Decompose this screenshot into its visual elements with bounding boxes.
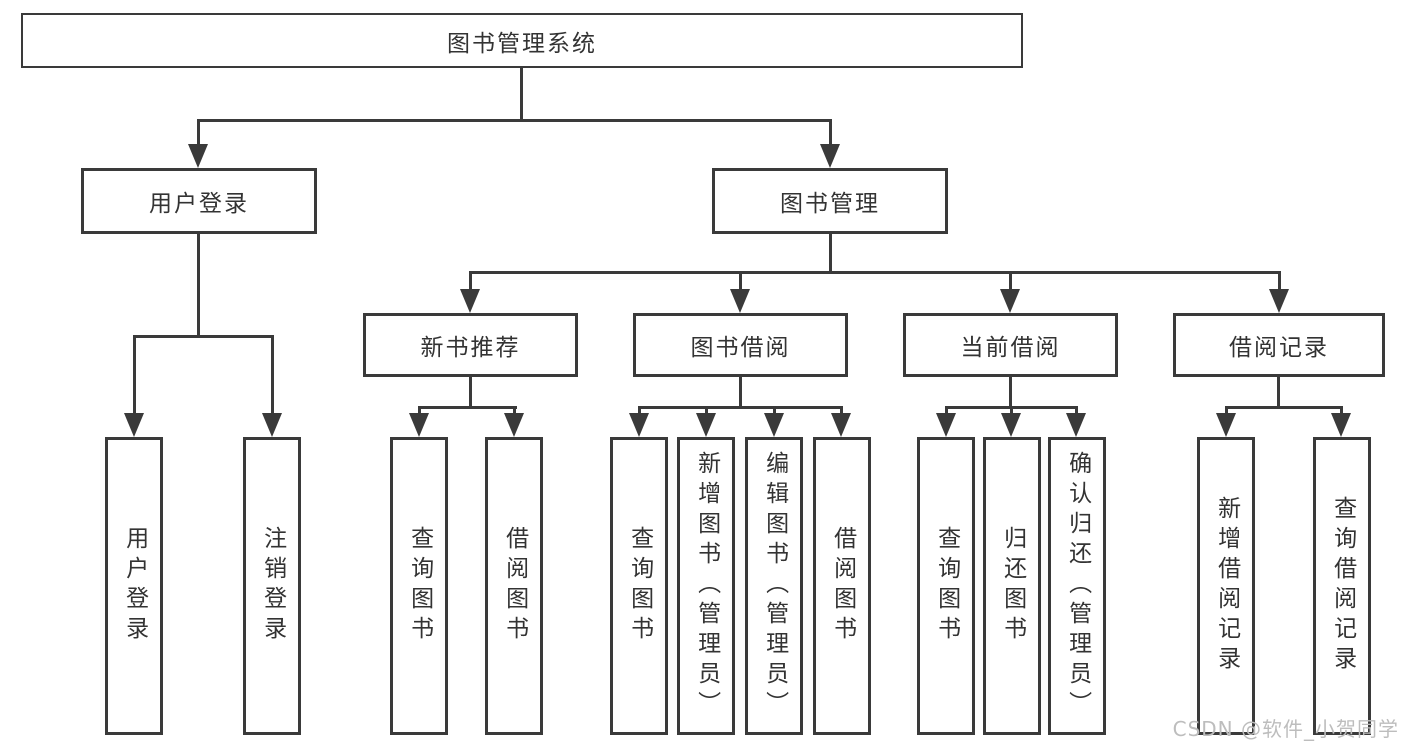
- connector-line: [1225, 406, 1228, 416]
- connector-line: [1009, 271, 1012, 291]
- connector-line: [418, 406, 421, 416]
- leaf-label: 编辑图书（管理员）: [761, 451, 788, 721]
- arrow-down-icon: [1000, 289, 1020, 313]
- arrow-down-icon: [1001, 413, 1021, 437]
- leaf-borrowing-add-book-admin: 新增图书（管理员）: [677, 437, 735, 735]
- leaf-current-query-books: 查询图书: [917, 437, 975, 735]
- connector-line: [1225, 406, 1343, 409]
- connector-line: [197, 234, 200, 335]
- leaf-newbooks-query-books: 查询图书: [390, 437, 448, 735]
- connector-line: [705, 406, 708, 416]
- leaf-records-query-record: 查询借阅记录: [1313, 437, 1371, 735]
- connector-line: [1277, 377, 1280, 406]
- arrow-down-icon: [262, 413, 282, 437]
- arrow-down-icon: [831, 413, 851, 437]
- leaf-label: 借阅图书: [829, 526, 856, 646]
- connector-line: [1278, 271, 1281, 291]
- leaf-label: 新增图书（管理员）: [693, 451, 720, 721]
- connector-line: [1010, 406, 1013, 416]
- connector-line: [469, 271, 1281, 274]
- leaf-borrowing-borrow-books: 借阅图书: [813, 437, 871, 735]
- arrow-down-icon: [764, 413, 784, 437]
- connector-line: [739, 377, 742, 406]
- arrow-down-icon: [1216, 413, 1236, 437]
- leaf-newbooks-borrow-books: 借阅图书: [485, 437, 543, 735]
- arrow-down-icon: [696, 413, 716, 437]
- node-new-book-recommend: 新书推荐: [363, 313, 578, 377]
- arrow-down-icon: [409, 413, 429, 437]
- arrow-down-icon: [730, 289, 750, 313]
- arrow-down-icon: [124, 413, 144, 437]
- connector-line: [1340, 406, 1343, 416]
- leaf-label: 用户登录: [121, 526, 148, 646]
- leaf-label: 新增借阅记录: [1213, 496, 1240, 676]
- connector-line: [829, 234, 832, 271]
- leaf-label: 查询借阅记录: [1329, 496, 1356, 676]
- connector-line: [638, 406, 641, 416]
- arrow-down-icon: [936, 413, 956, 437]
- connector-line: [197, 119, 831, 122]
- leaf-label: 注销登录: [259, 526, 286, 646]
- connector-line: [773, 406, 776, 416]
- leaf-borrowing-query-books: 查询图书: [610, 437, 668, 735]
- leaf-label: 借阅图书: [501, 526, 528, 646]
- leaf-current-return-books: 归还图书: [983, 437, 1041, 735]
- leaf-label: 确认归还（管理员）: [1064, 451, 1091, 721]
- connector-line: [469, 377, 472, 406]
- leaf-logout: 注销登录: [243, 437, 301, 735]
- connector-line: [739, 271, 742, 291]
- node-book-borrowing: 图书借阅: [633, 313, 848, 377]
- arrow-down-icon: [629, 413, 649, 437]
- connector-line: [1075, 406, 1078, 416]
- node-user-login: 用户登录: [81, 168, 317, 234]
- arrow-down-icon: [504, 413, 524, 437]
- leaf-label: 查询图书: [626, 526, 653, 646]
- leaf-label: 查询图书: [933, 526, 960, 646]
- connector-line: [271, 335, 274, 415]
- leaf-borrowing-edit-book-admin: 编辑图书（管理员）: [745, 437, 803, 735]
- node-book-management: 图书管理: [712, 168, 948, 234]
- connector-line: [840, 406, 843, 416]
- arrow-down-icon: [820, 144, 840, 168]
- arrow-down-icon: [1269, 289, 1289, 313]
- connector-line: [133, 335, 274, 338]
- connector-line: [197, 119, 200, 146]
- arrow-down-icon: [460, 289, 480, 313]
- leaf-label: 归还图书: [999, 526, 1026, 646]
- arrow-down-icon: [188, 144, 208, 168]
- connector-line: [1009, 377, 1012, 406]
- connector-line: [829, 119, 832, 146]
- connector-line: [133, 335, 136, 415]
- node-current-borrowing: 当前借阅: [903, 313, 1118, 377]
- connector-line: [520, 68, 523, 119]
- csdn-watermark: CSDN @软件_小贺同学: [1172, 717, 1399, 741]
- arrow-down-icon: [1331, 413, 1351, 437]
- connector-line: [638, 406, 843, 409]
- leaf-user-login: 用户登录: [105, 437, 163, 735]
- connector-line: [513, 406, 516, 416]
- connector-line: [418, 406, 517, 409]
- leaf-records-add-record: 新增借阅记录: [1197, 437, 1255, 735]
- arrow-down-icon: [1066, 413, 1086, 437]
- leaf-current-confirm-return-admin: 确认归还（管理员）: [1048, 437, 1106, 735]
- node-root-library-system: 图书管理系统: [21, 13, 1023, 68]
- node-borrowing-records: 借阅记录: [1173, 313, 1385, 377]
- connector-line: [945, 406, 948, 416]
- leaf-label: 查询图书: [406, 526, 433, 646]
- connector-line: [469, 271, 472, 291]
